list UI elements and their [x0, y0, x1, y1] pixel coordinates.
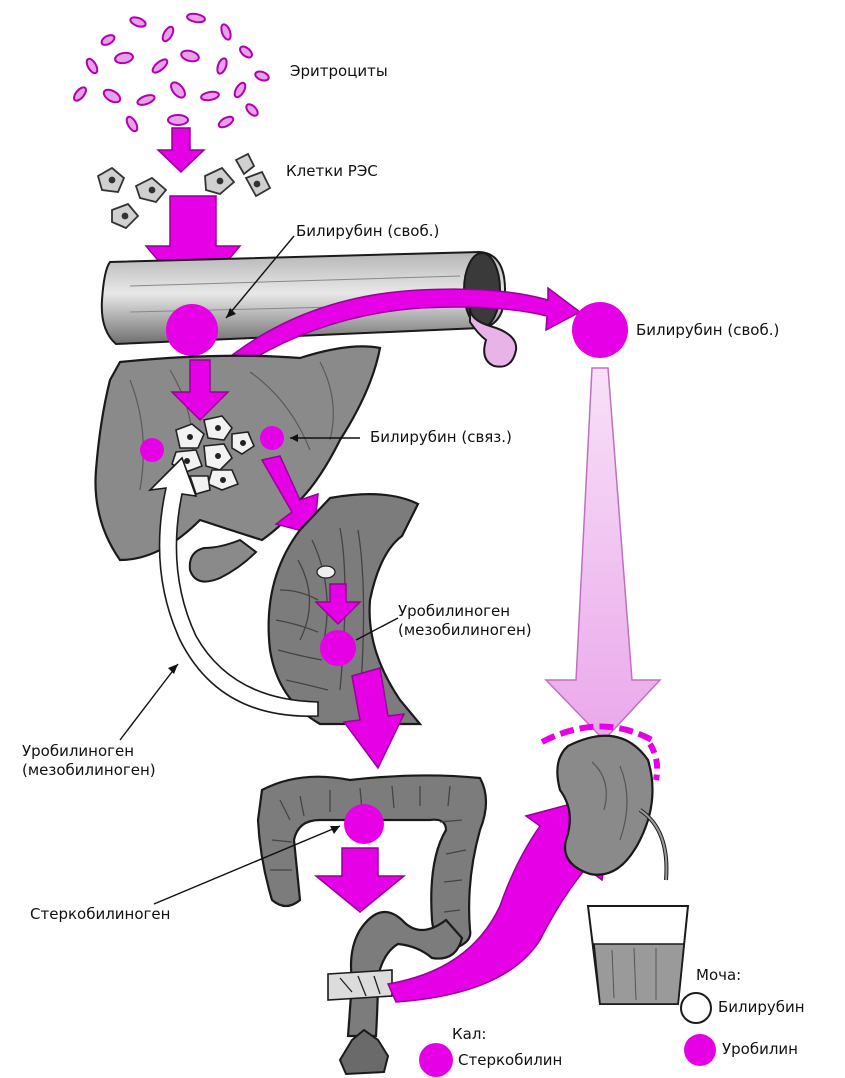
- urine-urobilin-dot-icon: [684, 1034, 716, 1066]
- feces-stercobilin-dot-icon: [419, 1043, 453, 1077]
- urobilinogen-return-pointer-head: [168, 664, 178, 674]
- urobilinogen-intestine-dot: [320, 630, 356, 666]
- urine-bilirubin-label: Билирубин: [718, 998, 805, 1017]
- rbc-to-res-arrow: [158, 128, 204, 172]
- stercobilinogen-dot: [344, 804, 384, 844]
- res-cells-label: Клетки РЭС: [286, 162, 378, 181]
- blood-vessel-icon: [102, 252, 516, 367]
- bilirubin-free-top-label: Билирубин (своб.): [296, 222, 439, 241]
- urobilinogen-return-label-line1: Уробилиноген: [22, 742, 134, 761]
- bilirubin-free-plasma-dot: [572, 302, 628, 358]
- bilirubin-free-vessel-dot: [166, 304, 218, 356]
- plasma-to-kidney-arrow: [546, 368, 660, 740]
- colon-inner-arrow: [316, 848, 404, 912]
- stercobilinogen-pointer: [154, 826, 340, 904]
- bilirubin-bound-dot: [260, 426, 284, 450]
- urine-glass-icon: [588, 906, 688, 1004]
- urobilinogen-intestine-label-line2: (мезобилиноген): [398, 621, 532, 640]
- urobilinogen-intestine-label-line1: Уробилиноген: [398, 602, 510, 621]
- feces-title-label: Кал:: [452, 1025, 486, 1044]
- urobilinogen-return-pointer: [120, 664, 178, 740]
- feces-stercobilin-label: Стеркобилин: [458, 1051, 562, 1070]
- stercobilinogen-label: Стеркобилиноген: [30, 905, 170, 924]
- red-blood-cells-icon: [72, 12, 270, 132]
- urobilinogen-return-label-line2: (мезобилиноген): [22, 761, 156, 780]
- urine-urobilin-label: Уробилин: [722, 1040, 798, 1059]
- bilirubin-left-dot: [140, 438, 164, 462]
- erythrocytes-label: Эритроциты: [290, 62, 388, 81]
- bilirubin-bound-label: Билирубин (связ.): [370, 428, 512, 447]
- urine-bilirubin-circle-icon: [681, 993, 711, 1023]
- bilirubin-free-right-label: Билирубин (своб.): [636, 321, 779, 340]
- urine-title-label: Моча:: [696, 966, 741, 985]
